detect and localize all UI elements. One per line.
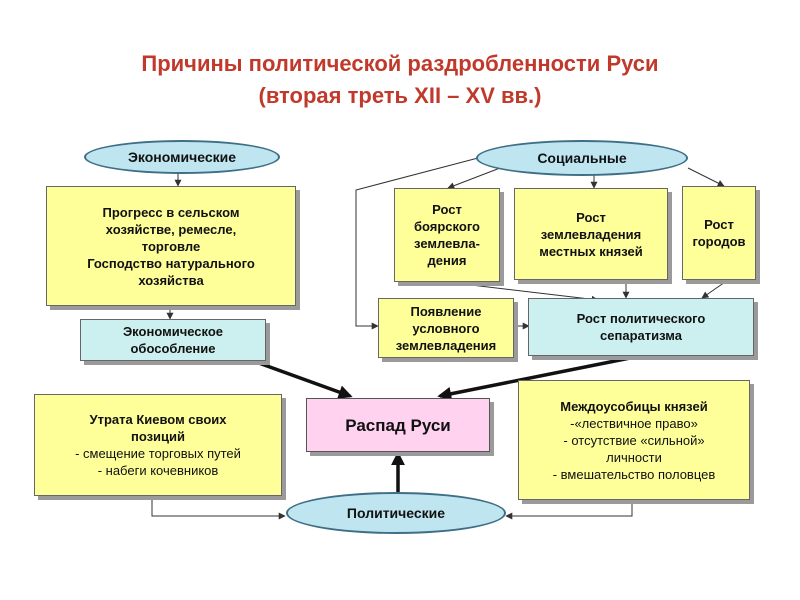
link-isolation-collapse — [255, 360, 353, 399]
box-political-strife: Междоусобицы князей -«лествичное право» … — [518, 380, 750, 500]
line: Междоусобицы князей — [560, 398, 708, 414]
category-social-label: Социальные — [537, 150, 627, 166]
line: дения — [427, 253, 467, 268]
line: Рост политического — [576, 311, 706, 326]
category-political-label: Политические — [346, 505, 446, 521]
link-kiev-political — [151, 496, 286, 520]
line: местных князей — [539, 243, 643, 259]
box-social-princes: Рост землевладения местных князей — [514, 188, 668, 280]
line: землевладения — [395, 337, 497, 353]
box-collapse-of-rus: Распад Руси — [306, 398, 490, 452]
line: Господство натурального — [87, 255, 255, 271]
link-boyar-separatism — [445, 281, 599, 303]
list-item: -«лествичное право» — [570, 415, 698, 431]
line: боярского — [413, 219, 480, 234]
line: землевла- — [414, 236, 480, 251]
line: Рост — [432, 202, 462, 217]
line: Рост — [576, 209, 606, 225]
collapse-label: Распад Руси — [345, 415, 451, 435]
box-economic-isolation: Экономическое обособление — [80, 319, 266, 361]
line: торговле — [141, 238, 201, 254]
line: городов — [692, 234, 746, 249]
box-political-kiev: Утрата Киевом своих позиций - смещение т… — [34, 394, 282, 496]
link-social-cities — [687, 167, 725, 187]
box-social-separatism: Рост политического сепаратизма — [528, 298, 754, 356]
category-economic: Экономические — [84, 140, 280, 174]
diagram-title-line1: Причины политической раздробленности Рус… — [141, 51, 659, 76]
line: Появление — [410, 303, 482, 319]
line: Рост — [704, 217, 734, 232]
box-social-boyar: Рост боярского землевла- дения — [394, 188, 500, 282]
line: Прогресс в сельском — [102, 204, 240, 220]
line: землевладения — [540, 226, 642, 242]
diagram-title-line2: (вторая треть XII – XV вв.) — [258, 83, 542, 108]
list-item: - вмешательство половцев — [552, 466, 716, 482]
list-item: - смещение торговых путей — [75, 446, 241, 461]
link-social-boyar — [447, 167, 501, 190]
box-social-cities: Рост городов — [682, 186, 756, 280]
line: сепаратизма — [600, 328, 682, 343]
link-strife-political — [505, 500, 633, 520]
link-cities-separatism — [701, 279, 729, 299]
line: хозяйства — [138, 272, 204, 288]
line: позиций — [130, 429, 186, 444]
line: обособление — [130, 341, 216, 356]
list-item: - набеги кочевников — [97, 463, 219, 478]
list-item: личности — [606, 449, 662, 465]
category-economic-label: Экономические — [127, 149, 237, 165]
line: хозяйстве, ремесле, — [105, 221, 237, 237]
box-social-conditional: Появление условного землевладения — [378, 298, 514, 358]
link-social-conditional — [355, 157, 479, 330]
link-separatism-collapse — [437, 356, 631, 401]
line: Экономическое — [122, 324, 224, 339]
box-economic-progress: Прогресс в сельском хозяйстве, ремесле, … — [46, 186, 296, 306]
list-item: - отсутствие «сильной» — [563, 432, 705, 448]
line: условного — [412, 320, 480, 336]
category-social: Социальные — [476, 140, 688, 176]
line: Утрата Киевом своих — [89, 412, 227, 427]
category-political: Политические — [286, 492, 506, 534]
